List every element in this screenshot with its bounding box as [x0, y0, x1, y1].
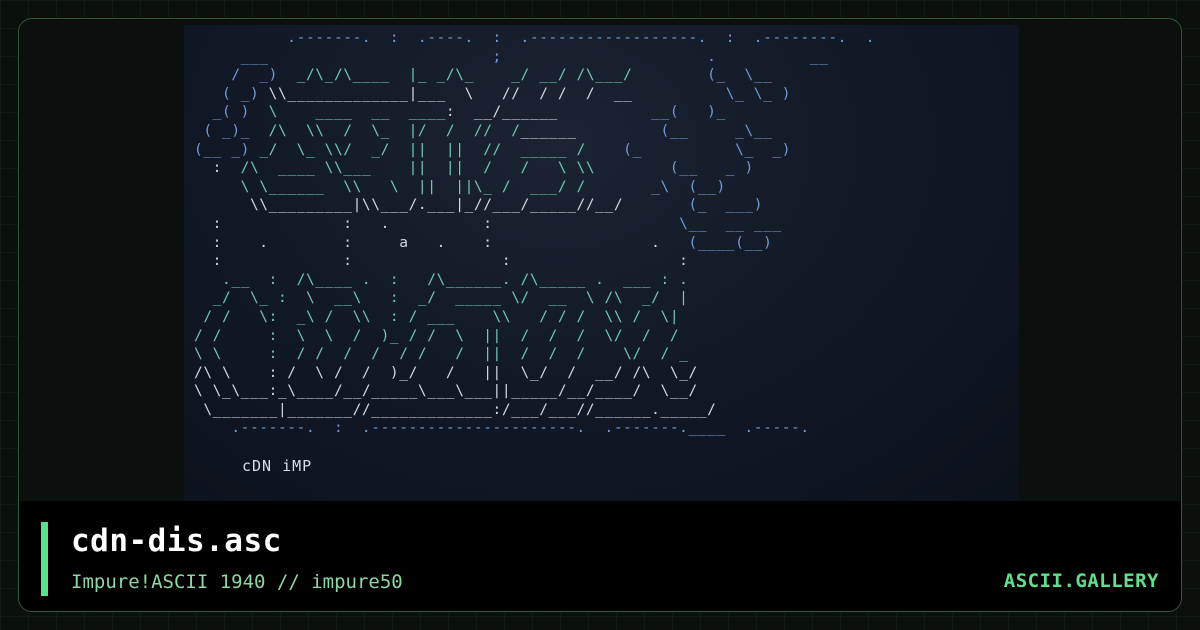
ascii-art: .-------. : .----. : .------------------… [194, 30, 876, 437]
artwork-title: cdn-dis.asc [71, 523, 282, 559]
footer-bar: cdn-dis.asc Impure!ASCII 1940 // impure5… [19, 501, 1181, 611]
brand-link[interactable]: ASCII.GALLERY [1003, 570, 1159, 592]
artwork-subtitle: Impure!ASCII 1940 // impure50 [71, 571, 403, 593]
artwork-preview: .-------. : .----. : .------------------… [184, 25, 1019, 501]
artwork-tag: cDN iMP [242, 457, 313, 475]
card: .-------. : .----. : .------------------… [18, 18, 1182, 612]
accent-bar [41, 522, 48, 596]
